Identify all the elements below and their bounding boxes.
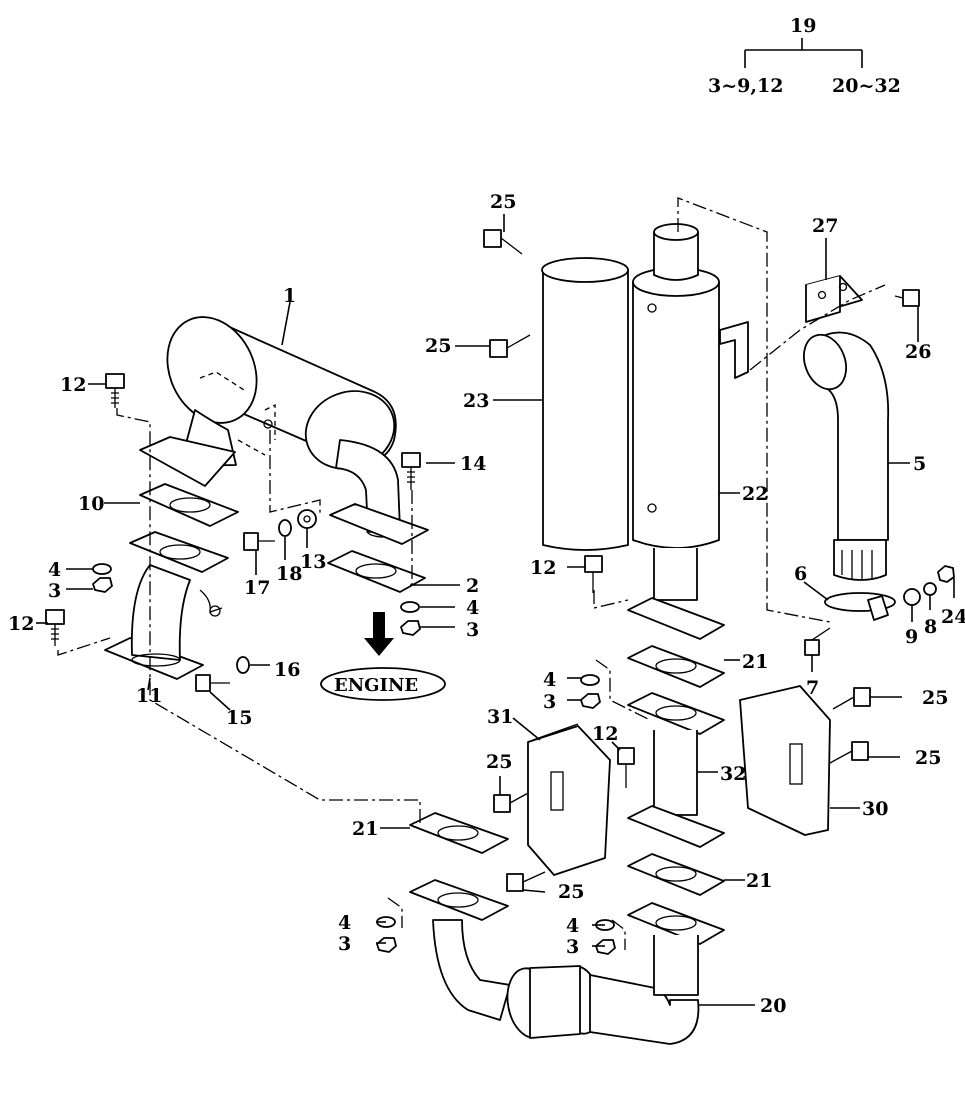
part-label-21: 21: [742, 651, 768, 673]
flange-plates-left: [104, 436, 429, 680]
part-label-4: 4: [338, 912, 351, 934]
part-label-13: 13: [300, 551, 326, 573]
part-label-8: 8: [924, 616, 937, 638]
part-label-4: 4: [466, 597, 479, 619]
part-label-23: 23: [463, 390, 489, 412]
part-label-16: 16: [274, 659, 300, 681]
muffler-22: [632, 223, 749, 601]
part-label-17: 17: [244, 577, 270, 599]
part-label-7: 7: [806, 677, 819, 699]
part-label-24: 24: [941, 606, 965, 628]
part-label-25: 25: [490, 191, 516, 213]
part-label-3: 3: [466, 619, 479, 641]
small-hardware-left: [45, 373, 421, 692]
part-label-3: 3: [48, 580, 61, 602]
part-label-4: 4: [566, 915, 579, 937]
part-label-1: 1: [283, 285, 296, 307]
clamp-and-bracket: [804, 275, 955, 656]
part-label-22: 22: [742, 483, 768, 505]
part-label-31: 31: [487, 706, 513, 728]
part-labels: 1 12 14 10 4 3 12 17 18 13 2 4 3 16 11 1…: [8, 191, 965, 1017]
part-label-3: 3: [543, 691, 556, 713]
part-label-14: 14: [460, 453, 486, 475]
tree-right-label: 20~32: [832, 75, 901, 97]
part-label-18: 18: [276, 563, 302, 585]
part-label-21: 21: [746, 870, 772, 892]
tree-left-label: 3~9,12: [708, 75, 783, 97]
part-label-21: 21: [352, 818, 378, 840]
part-label-4: 4: [543, 669, 556, 691]
part-label-25: 25: [486, 751, 512, 773]
part-label-6: 6: [794, 563, 807, 585]
part-label-3: 3: [338, 933, 351, 955]
assembly-tree: 19 3~9,12 20~32: [708, 15, 901, 97]
lower-pipe-20: [432, 919, 700, 1045]
heat-shield-23: [541, 257, 629, 551]
part-label-32: 32: [720, 763, 746, 785]
part-label-12: 12: [530, 557, 556, 579]
tree-root-label: 19: [790, 15, 816, 37]
part-label-15: 15: [226, 707, 252, 729]
part-label-4: 4: [48, 559, 61, 581]
part-label-2: 2: [466, 575, 479, 597]
part-label-12: 12: [60, 374, 86, 396]
leader-lines: [36, 214, 955, 1006]
tail-pipe-5: [803, 331, 890, 581]
part-label-11: 11: [136, 685, 162, 707]
part-label-12: 12: [8, 613, 34, 635]
part-label-12: 12: [592, 723, 618, 745]
intake-pipe-left: [130, 564, 223, 667]
part-label-3: 3: [566, 936, 579, 958]
part-label-30: 30: [862, 798, 888, 820]
shield-31: [527, 723, 611, 876]
part-label-27: 27: [812, 215, 838, 237]
muffler-body: [166, 316, 402, 538]
part-label-25: 25: [915, 747, 941, 769]
part-label-25: 25: [922, 687, 948, 709]
shield-30: [739, 685, 831, 836]
part-label-5: 5: [913, 453, 926, 475]
engine-label: ENGINE: [334, 675, 418, 696]
part-label-10: 10: [78, 493, 104, 515]
part-label-25: 25: [558, 881, 584, 903]
stack-flanges-right: [409, 597, 725, 945]
part-label-9: 9: [905, 626, 918, 648]
part-label-20: 20: [760, 995, 786, 1017]
center-lines: [57, 197, 886, 950]
bolts-25: [483, 229, 871, 892]
part-label-26: 26: [905, 341, 931, 363]
engine-direction-arrow: ENGINE: [320, 612, 446, 701]
part-label-25: 25: [425, 335, 451, 357]
